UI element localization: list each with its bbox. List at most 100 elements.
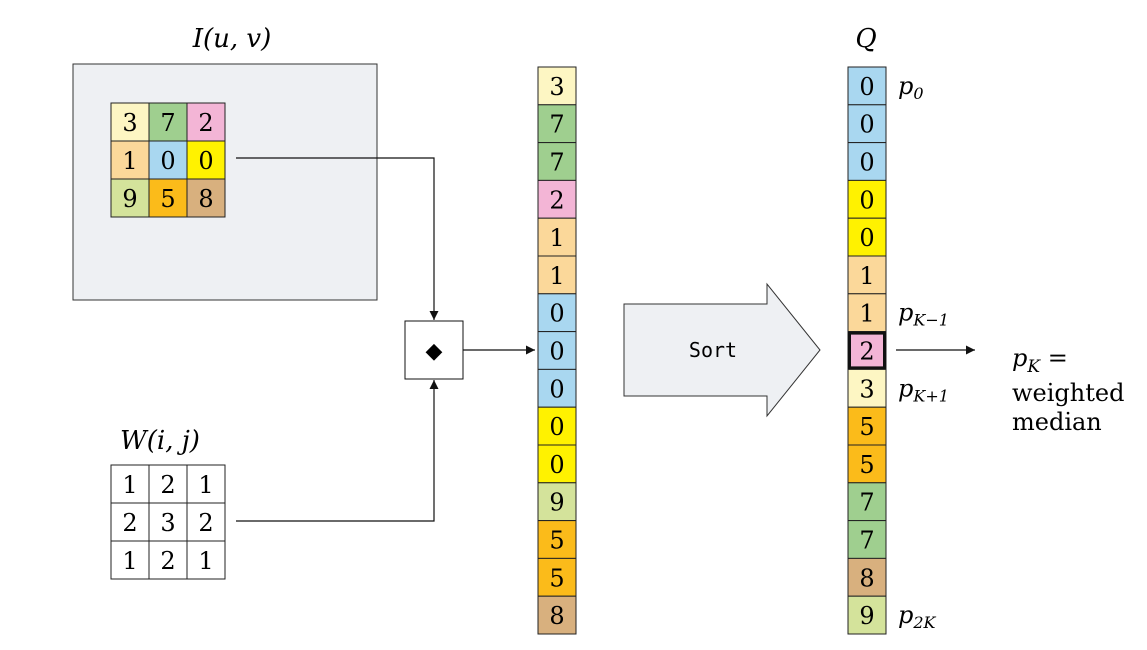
- weight-cell-value: 1: [122, 547, 137, 575]
- expanded-cell-value: 3: [549, 73, 564, 101]
- sorted-cell: [847, 482, 887, 522]
- weight-cell: [186, 502, 226, 542]
- weight-cell-value: 1: [198, 471, 213, 499]
- expanded-cell-value: 0: [549, 338, 564, 366]
- sorted-cell: [847, 557, 887, 597]
- expanded-cell-value: 0: [549, 451, 564, 479]
- expanded-cell-value: 5: [549, 564, 564, 592]
- neighborhood-cell-value: 7: [160, 109, 175, 137]
- queue-marker-label: p2K: [898, 601, 937, 632]
- neighborhood-cell: [148, 140, 188, 180]
- neighborhood-cell-value: 1: [122, 147, 137, 175]
- expanded-cell: [537, 179, 577, 219]
- expanded-cell: [537, 557, 577, 597]
- sorted-cell-value: 0: [859, 73, 874, 101]
- sorted-cell-value: 0: [859, 224, 874, 252]
- neighborhood-cell: [186, 102, 226, 142]
- sorted-cell-value: 0: [859, 186, 874, 214]
- sorted-cell-value: 8: [859, 564, 874, 592]
- expanded-cell-value: 5: [549, 527, 564, 555]
- sorted-cell-value: 9: [859, 602, 874, 630]
- weight-cell: [148, 464, 188, 504]
- expanded-cell: [537, 444, 577, 484]
- queue-marker-base: p: [898, 374, 913, 402]
- queue-marker-base: p: [898, 72, 913, 100]
- sorted-cell: [847, 104, 887, 144]
- queue-marker-sub: K−1: [912, 311, 949, 330]
- result-label-line2: weighted: [1012, 379, 1124, 407]
- result-label-line3: median: [1012, 408, 1102, 436]
- weight-cell-value: 2: [122, 509, 137, 537]
- queue-marker-sub: 2K: [912, 613, 936, 632]
- weight-cell: [186, 540, 226, 580]
- sorted-cell-value: 0: [859, 111, 874, 139]
- neighborhood-cell: [110, 178, 150, 218]
- sorted-cell: [847, 179, 887, 219]
- weight-cell-value: 2: [160, 547, 175, 575]
- median-highlight: [848, 331, 886, 370]
- expanded-cell-value: 0: [549, 300, 564, 328]
- queue-marker-base: p: [898, 601, 913, 629]
- sorted-cell-value: 7: [859, 527, 874, 555]
- weight-label: W(i, j): [120, 426, 200, 456]
- sorted-cell-value: 1: [859, 262, 874, 290]
- sorted-cell-value: 5: [859, 451, 874, 479]
- queue-marker-label: pK+1: [898, 374, 949, 405]
- neighborhood-cell-value: 3: [122, 109, 137, 137]
- sort-label: Sort: [689, 338, 737, 362]
- result-label-line1: pK =: [1012, 344, 1068, 377]
- result-sub: K: [1026, 357, 1041, 377]
- expanded-cell-value: 7: [549, 149, 564, 177]
- sorted-cell: [847, 520, 887, 559]
- result-p: p: [1012, 344, 1027, 372]
- weight-cell-value: 2: [160, 471, 175, 499]
- expanded-cell-value: 2: [549, 186, 564, 214]
- neighborhood-cell: [148, 178, 188, 218]
- neighborhood-cell-value: 8: [198, 185, 213, 213]
- sorted-cell-value: 0: [859, 149, 874, 177]
- queue-marker-sub: 0: [913, 84, 923, 103]
- expanded-cell: [537, 406, 577, 446]
- expanded-cell: [537, 520, 577, 559]
- result-eq: =: [1040, 344, 1068, 372]
- neighborhood-cell-value: 0: [198, 147, 213, 175]
- expanded-cell: [537, 217, 577, 257]
- queue-marker-label: p0: [898, 72, 924, 103]
- expanded-cell-value: 1: [549, 262, 564, 290]
- neighborhood-cell-value: 2: [198, 109, 213, 137]
- image-label: I(u, v): [192, 24, 272, 54]
- expanded-cell: [537, 255, 577, 295]
- expanded-cell: [537, 142, 577, 181]
- expanded-cell: [537, 595, 577, 635]
- sorted-cell-value: 1: [859, 300, 874, 328]
- neighborhood-cell-value: 0: [160, 147, 175, 175]
- expanded-cell: [537, 66, 577, 106]
- weight-cell-value: 3: [160, 509, 175, 537]
- sort-arrow-shape: [623, 282, 821, 418]
- expanded-cell-value: 0: [549, 375, 564, 403]
- neighborhood-cell-value: 5: [160, 185, 175, 213]
- expanded-cell-value: 0: [549, 413, 564, 441]
- image-connector-line: [236, 157, 439, 320]
- queue-marker-base: p: [898, 299, 913, 327]
- expanded-cell-value: 8: [549, 602, 564, 630]
- operator-box: [404, 320, 464, 380]
- sorted-cell-value: 5: [859, 413, 874, 441]
- sorted-cell-value: 7: [859, 489, 874, 517]
- weight-cell: [110, 540, 150, 580]
- weight-cell-value: 2: [198, 509, 213, 537]
- weight-cell-value: 1: [122, 471, 137, 499]
- weight-connector-line: [236, 380, 439, 522]
- queue-marker-label: pK−1: [898, 299, 949, 330]
- sorted-cell: [847, 406, 887, 446]
- weight-cell: [148, 540, 188, 580]
- neighborhood-cell: [186, 178, 226, 218]
- expanded-cell-value: 9: [549, 489, 564, 517]
- sorted-cell: [847, 595, 887, 635]
- queue-marker-sub: K+1: [912, 386, 949, 405]
